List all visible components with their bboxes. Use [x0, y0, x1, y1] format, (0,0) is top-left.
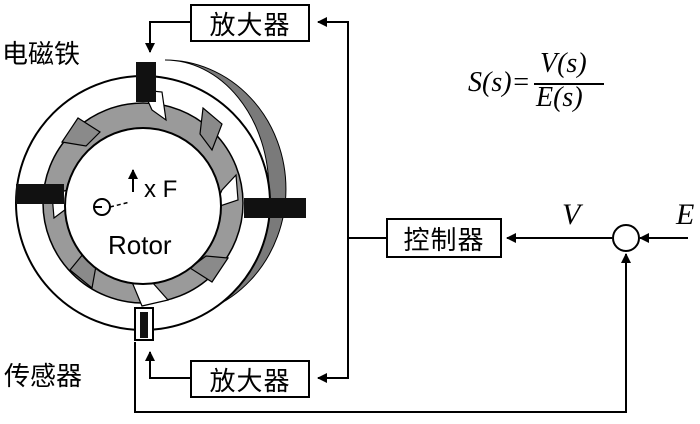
- pole-tooth: [60, 117, 101, 147]
- wire-amp-bottom-to-sensor: [145, 351, 190, 379]
- signal-v-label: V: [562, 198, 581, 231]
- controller-block: 控制器: [386, 218, 502, 258]
- formula-fraction-bar: [534, 83, 604, 85]
- electromagnet-top: [136, 62, 156, 102]
- formula-denominator: E(s): [536, 82, 583, 113]
- electromagnet-right: [244, 198, 306, 218]
- formula-numerator: V(s): [540, 48, 587, 79]
- sensor-core: [140, 312, 148, 338]
- amplifier-top-block: 放大器: [190, 4, 310, 42]
- rotor-axis-dash: [109, 201, 131, 208]
- xf-label: x F: [144, 176, 178, 203]
- wire-amp-top-to-magnet: [145, 21, 190, 53]
- electromagnet-label: 电磁铁: [2, 40, 81, 70]
- pole-tooth: [199, 106, 223, 152]
- wire-bus-to-amp-top: [317, 17, 349, 238]
- formula-lhs: S(s)=: [468, 67, 531, 98]
- rotor-label: Rotor: [108, 230, 172, 260]
- amplifier-bottom-label: 放大器: [209, 366, 291, 397]
- sensor-label: 传感器: [4, 362, 83, 392]
- wire-bus-to-amp-bottom: [317, 238, 349, 383]
- transfer-function: S(s)= V(s) E(s): [468, 48, 608, 118]
- amplifier-top-label: 放大器: [209, 10, 291, 41]
- rotor: [64, 127, 222, 285]
- wire-sensor-feedback: [134, 253, 631, 413]
- electromagnet-left: [16, 184, 64, 204]
- signal-e-label: E: [676, 198, 695, 231]
- summing-junction: [612, 224, 640, 252]
- amplifier-bottom-block: 放大器: [190, 360, 310, 398]
- controller-label: 控制器: [403, 225, 485, 256]
